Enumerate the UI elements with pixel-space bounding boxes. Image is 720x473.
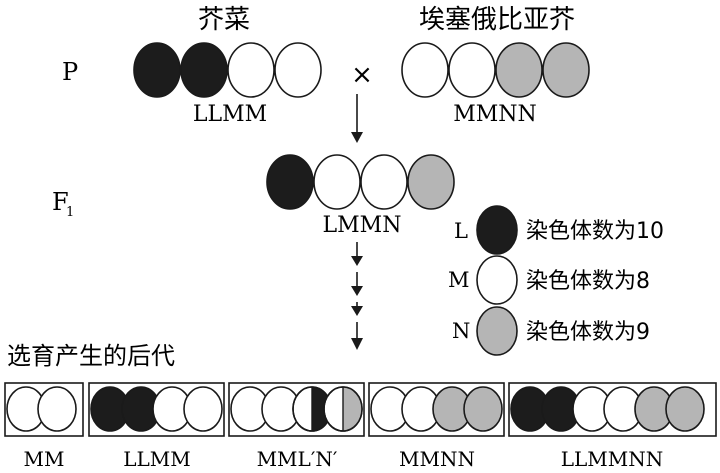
genome-l [180, 42, 228, 98]
cross-symbol: × [351, 60, 373, 90]
row-label-p: P [62, 58, 78, 86]
genome-m [183, 386, 223, 432]
offspring-label-mmnn: MMNN [399, 447, 475, 471]
genome-m [401, 42, 449, 98]
offspring-label-mmlnprime: MML′N′ [257, 447, 338, 471]
parent-right-genotype: MMNN [453, 102, 537, 127]
offspring-box-mm: MM [4, 382, 84, 471]
arrow-p-to-f1 [351, 94, 363, 143]
offspring-genomes-mm [6, 386, 77, 432]
offspring-genomes-llmmnn [510, 386, 705, 432]
f1-genomes [266, 154, 455, 210]
offspring-boxes: MM LLMM MML′N′ MMNN LLMMNN [4, 382, 717, 471]
legend-key-m: M [448, 268, 470, 292]
offspring-genomes-mmlnprime [230, 386, 363, 432]
offspring-label-llmmnn: LLMMNN [561, 447, 664, 471]
legend-text-m: 染色体数为8 [526, 269, 650, 294]
parent-left-genotype: LLMM [193, 102, 267, 127]
legend-text-l: 染色体数为10 [526, 219, 664, 244]
offspring-genomes-mmnn [370, 386, 503, 432]
row-label-f1-subscript: 1 [66, 205, 74, 220]
offspring-box-llmm: LLMM [88, 382, 225, 471]
offspring-label-mm: MM [24, 447, 65, 471]
legend-text-n: 染色体数为9 [526, 320, 650, 345]
legend-item-m: M 染色体数为8 [448, 255, 650, 305]
genome-m [360, 154, 408, 210]
genome-m [37, 386, 77, 432]
arrow-f1-to-offspring [351, 242, 363, 350]
genome-n [407, 154, 455, 210]
legend-key-l: L [454, 219, 468, 243]
f1-genotype: LMMN [323, 213, 402, 238]
offspring-box-mmlnprime: MML′N′ [228, 382, 365, 471]
genome-n [665, 386, 705, 432]
parent-right-genomes [401, 42, 590, 98]
legend-key-n: N [452, 319, 470, 343]
offspring-label-llmm: LLMM [123, 447, 191, 471]
legend-swatch-n [476, 306, 518, 356]
legend-item-l: L 染色体数为10 [454, 205, 664, 255]
offspring-title: 选育产生的后代 [7, 342, 175, 370]
genome-m [227, 42, 275, 98]
genome-l [133, 42, 181, 98]
parent-right-title: 埃塞俄比亚芥 [419, 5, 575, 35]
offspring-box-llmmnn: LLMMNN [508, 382, 717, 471]
legend-swatch-l [476, 205, 518, 255]
genome-n [495, 42, 543, 98]
parent-left-title: 芥菜 [198, 5, 250, 35]
genome-m [448, 42, 496, 98]
parent-left-genomes [133, 42, 322, 98]
offspring-box-mmnn: MMNN [368, 382, 505, 471]
legend-swatch-m [476, 255, 518, 305]
genome-m [313, 154, 361, 210]
genome-n-partial [323, 386, 363, 432]
genome-l [266, 154, 314, 210]
genome-n [463, 386, 503, 432]
genome-n [542, 42, 590, 98]
offspring-genomes-llmm [90, 386, 223, 432]
legend: L 染色体数为10 M 染色体数为8 N 染色体数为9 [448, 205, 664, 356]
row-label-f1: F [52, 188, 69, 216]
legend-item-n: N 染色体数为9 [452, 306, 650, 356]
genome-m [274, 42, 322, 98]
